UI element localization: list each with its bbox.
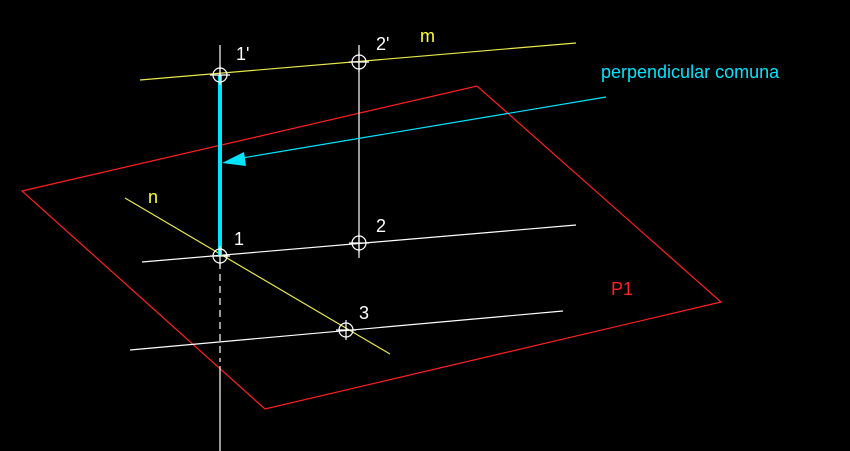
point-marker-1 bbox=[210, 246, 230, 266]
label-point-3: 3 bbox=[359, 303, 369, 323]
plane-p1 bbox=[20, 85, 723, 410]
label-m: m bbox=[420, 26, 435, 46]
label-common-perpendicular: perpendicular comuna bbox=[601, 62, 780, 82]
perpendicular-leader-line bbox=[235, 96, 607, 160]
label-point-2: 2 bbox=[376, 216, 386, 236]
label-point-2-prime: 2' bbox=[376, 34, 389, 54]
label-plane-p1: P1 bbox=[611, 279, 633, 299]
label-point-1: 1 bbox=[234, 229, 244, 249]
label-point-1-prime: 1' bbox=[236, 44, 249, 64]
point-marker-2-prime bbox=[349, 52, 369, 72]
perpendicular-leader-arrow bbox=[222, 152, 246, 166]
label-n: n bbox=[148, 187, 158, 207]
point-marker-1-prime bbox=[210, 65, 230, 85]
point-marker-2 bbox=[349, 233, 369, 253]
point-marker-3 bbox=[336, 320, 356, 340]
